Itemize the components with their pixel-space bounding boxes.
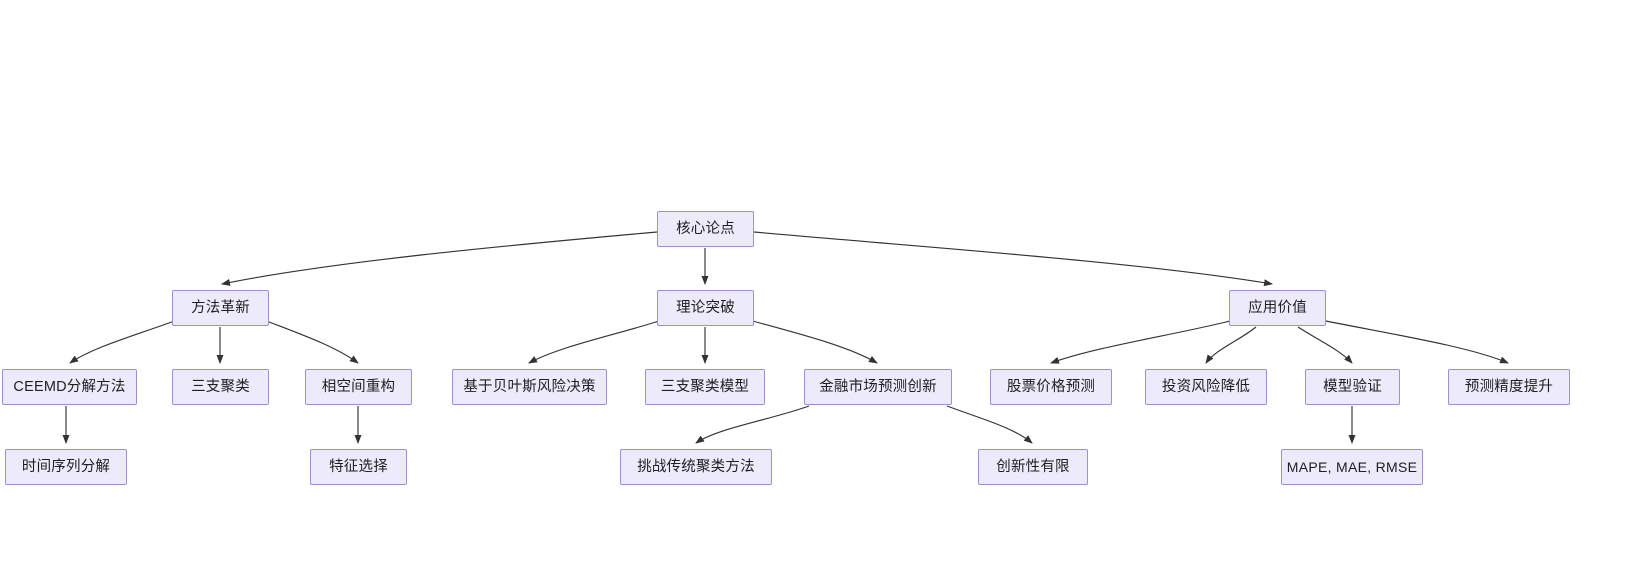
node-label-l3b3b: 创新性有限 — [996, 458, 1070, 475]
edge-l1a-to-l2a3 — [263, 319, 359, 364]
edge-l1b-to-l2b3 — [748, 319, 878, 364]
node-label-l1a: 方法革新 — [191, 299, 250, 316]
node-l3b3a[interactable]: 挑战传统聚类方法 — [620, 449, 772, 485]
node-label-l3a1: 时间序列分解 — [21, 458, 111, 475]
edge-l1b-to-l2b1 — [528, 319, 663, 364]
node-l2b2[interactable]: 三支聚类模型 — [645, 369, 765, 405]
node-label-l2c4: 预测精度提升 — [1464, 378, 1554, 395]
node-label-l3c3: MAPE, MAE, RMSE — [1286, 459, 1418, 475]
node-l2c1[interactable]: 股票价格预测 — [990, 369, 1112, 405]
node-label-l1b: 理论突破 — [676, 299, 735, 316]
edge-l1c-to-l2c1 — [1050, 319, 1235, 364]
node-l2c4[interactable]: 预测精度提升 — [1448, 369, 1570, 405]
node-label-l2c3: 模型验证 — [1323, 378, 1382, 395]
node-l2a2[interactable]: 三支聚类 — [172, 369, 269, 405]
node-label-l2b1: 基于贝叶斯风险决策 — [463, 378, 596, 395]
node-l1c[interactable]: 应用价值 — [1229, 290, 1326, 326]
node-label-l2a2: 三支聚类 — [191, 378, 250, 395]
node-root[interactable]: 核心论点 — [657, 211, 754, 247]
node-label-l2c1: 股票价格预测 — [1006, 378, 1096, 395]
node-l3c3[interactable]: MAPE, MAE, RMSE — [1281, 449, 1423, 485]
node-label-l2a3: 相空间重构 — [321, 378, 396, 395]
node-l2a1[interactable]: CEEMD分解方法 — [2, 369, 137, 405]
node-l2a3[interactable]: 相空间重构 — [305, 369, 412, 405]
node-label-l2b2: 三支聚类模型 — [660, 378, 750, 395]
node-label-root: 核心论点 — [676, 220, 735, 237]
node-label-l3b3a: 挑战传统聚类方法 — [637, 458, 755, 475]
node-label-l2c2: 投资风险降低 — [1161, 378, 1251, 395]
node-label-l1c: 应用价值 — [1248, 299, 1307, 316]
edges-group — [62, 231, 1509, 444]
node-l1a[interactable]: 方法革新 — [172, 290, 269, 326]
node-l2b3[interactable]: 金融市场预测创新 — [804, 369, 952, 405]
node-label-l2b3: 金融市场预测创新 — [819, 378, 937, 395]
node-l3b3b[interactable]: 创新性有限 — [978, 449, 1088, 485]
edge-root-to-l1a — [221, 231, 658, 286]
node-l2c3[interactable]: 模型验证 — [1305, 369, 1400, 405]
edge-l1c-to-l2c4 — [1320, 319, 1509, 364]
edge-l1a-to-l2a1 — [69, 319, 178, 364]
node-l3a1[interactable]: 时间序列分解 — [5, 449, 127, 485]
node-l2c2[interactable]: 投资风险降低 — [1145, 369, 1267, 405]
edge-root-to-l1c — [753, 231, 1273, 287]
edge-l2b3-to-l3b3a — [695, 405, 810, 444]
node-l3a3[interactable]: 特征选择 — [310, 449, 407, 485]
edge-l1c-to-l2c3 — [1297, 326, 1353, 364]
edge-l1c-to-l2c2 — [1205, 326, 1257, 364]
node-l2b1[interactable]: 基于贝叶斯风险决策 — [452, 369, 607, 405]
node-label-l2a1: CEEMD分解方法 — [13, 378, 126, 395]
node-l1b[interactable]: 理论突破 — [657, 290, 754, 326]
edge-l2b3-to-l3b3b — [946, 405, 1033, 444]
node-label-l3a3: 特征选择 — [329, 458, 388, 475]
